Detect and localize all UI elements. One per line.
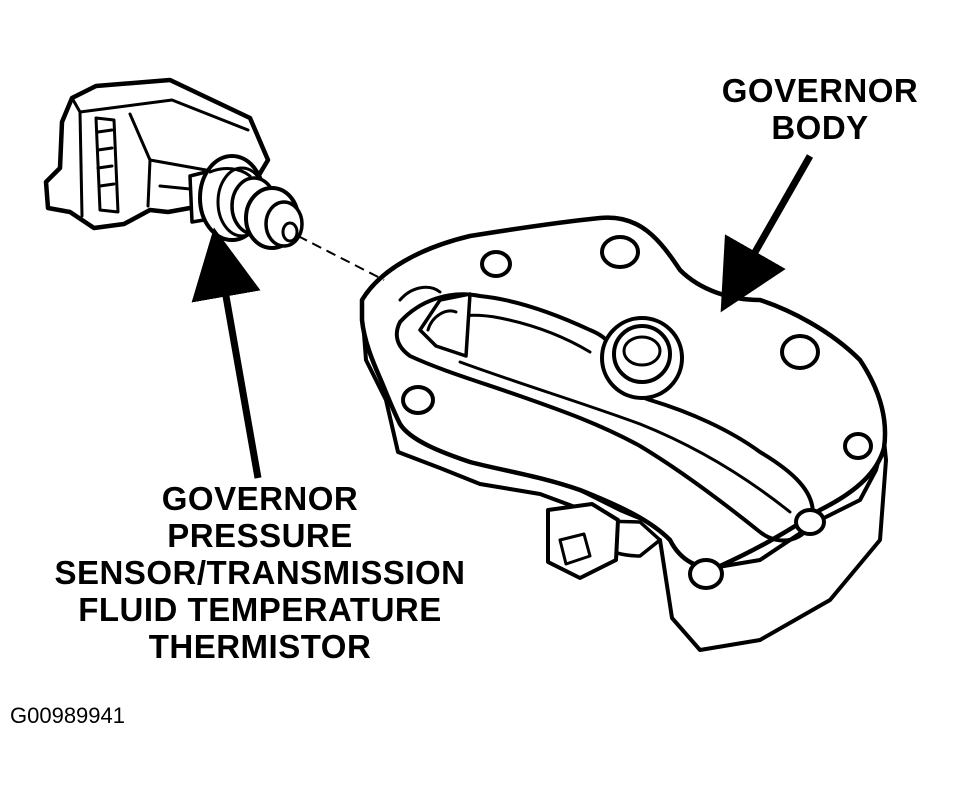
governor-body-label-line-2: BODY <box>771 109 869 146</box>
sensor-label-line-2: PRESSURE <box>167 517 353 554</box>
sensor-label-line-4: FLUID TEMPERATURE <box>78 591 442 628</box>
figure-id: G00989941 <box>10 703 125 728</box>
alignment-line <box>298 236 384 280</box>
sensor-arrow <box>191 227 258 478</box>
sensor-label-line-1: GOVERNOR <box>161 480 359 517</box>
sensor-label-line-5: THERMISTOR <box>148 628 372 665</box>
sensor-label: GOVERNOR PRESSURE SENSOR/TRANSMISSION FL… <box>20 480 500 665</box>
governor-pressure-sensor <box>46 80 302 248</box>
governor-body-arrow <box>720 156 810 313</box>
governor-body-label-line-1: GOVERNOR <box>721 72 919 109</box>
governor-body-label: GOVERNOR BODY <box>700 72 940 146</box>
sensor-label-line-3: SENSOR/TRANSMISSION <box>54 554 466 591</box>
